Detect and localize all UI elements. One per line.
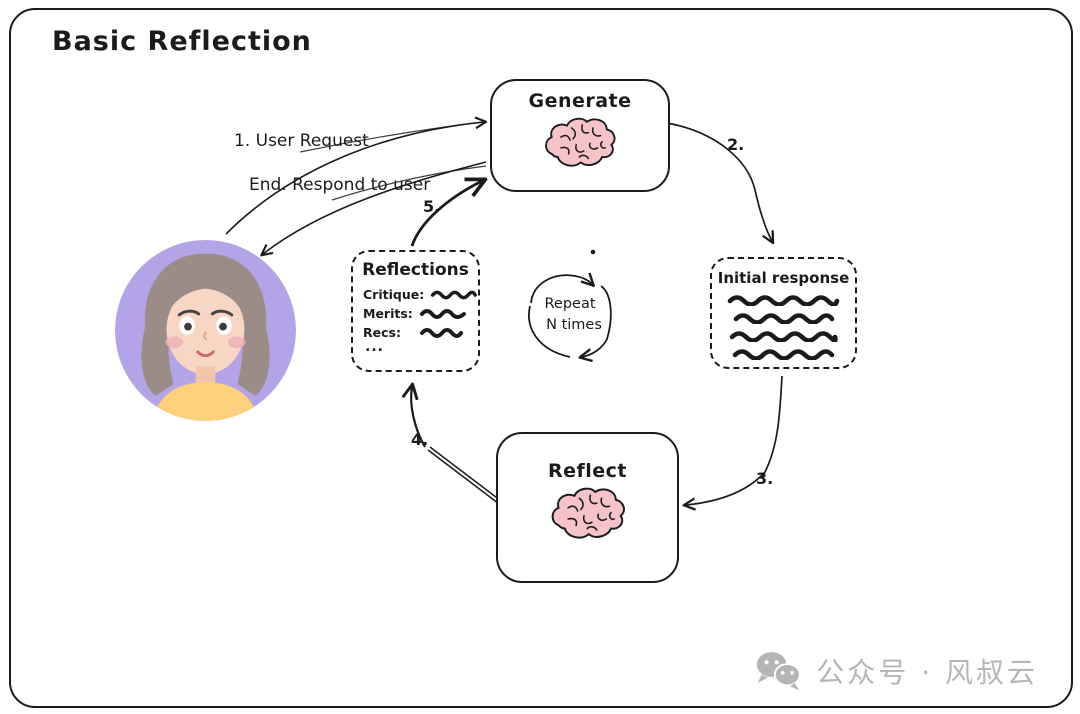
edge-label-step4: 4.	[411, 430, 429, 449]
edge-label-user-request: 1. User Request	[234, 131, 369, 151]
edge-label-step5: 5.	[423, 197, 441, 216]
reflections-row: Merits:	[353, 304, 478, 323]
node-initial-response: Initial response	[710, 257, 857, 369]
watermark: 公众号 · 风叔云	[755, 650, 1038, 692]
reflections-row: Recs:	[353, 323, 478, 342]
repeat-loop-label: Repeat N times	[528, 294, 612, 336]
wechat-icon	[757, 652, 801, 691]
user-avatar	[114, 239, 297, 422]
brain-icon	[551, 487, 625, 539]
repeat-loop-line1: Repeat	[544, 296, 596, 312]
initial-response-lines	[712, 295, 855, 360]
face	[166, 284, 245, 375]
node-reflections: Reflections Critique: Merits: Recs: ...	[351, 250, 480, 372]
reflections-row-label: Merits:	[363, 306, 413, 321]
reflections-row: Critique:	[353, 285, 478, 304]
edge-label-respond: End. Respond to user	[249, 175, 431, 195]
blush	[227, 336, 246, 349]
reflections-ellipsis: ...	[365, 339, 384, 355]
repeat-loop-line2: N times	[546, 317, 602, 334]
reflections-row-label: Recs:	[363, 325, 401, 340]
page-title: Basic Reflection	[52, 26, 312, 57]
placeholder-text-squiggle	[431, 290, 478, 299]
placeholder-text-squiggle	[729, 331, 838, 342]
node-generate: Generate	[490, 79, 670, 192]
reflect-label: Reflect	[547, 460, 628, 482]
generate-label: Generate	[528, 90, 632, 112]
reflections-row-label: Critique:	[363, 287, 425, 302]
edge-label-step2: 2.	[727, 135, 745, 154]
placeholder-text-squiggle	[727, 295, 839, 306]
reflections-label: Reflections	[362, 260, 469, 280]
placeholder-text-squiggle	[733, 313, 834, 324]
watermark-text: 公众号 · 风叔云	[816, 656, 1038, 689]
placeholder-text-squiggle	[732, 349, 834, 360]
edge-label-step3: 3.	[756, 469, 774, 488]
hair-back	[141, 253, 270, 396]
node-reflect: Reflect	[496, 432, 679, 583]
blush	[165, 336, 184, 349]
brain-icon	[545, 117, 616, 167]
mouth	[196, 350, 215, 358]
placeholder-text-squiggle	[419, 327, 463, 338]
placeholder-text-squiggle	[419, 308, 466, 319]
shirt	[151, 382, 260, 422]
initial-response-label: Initial response	[717, 269, 850, 287]
hair-front	[164, 280, 247, 320]
